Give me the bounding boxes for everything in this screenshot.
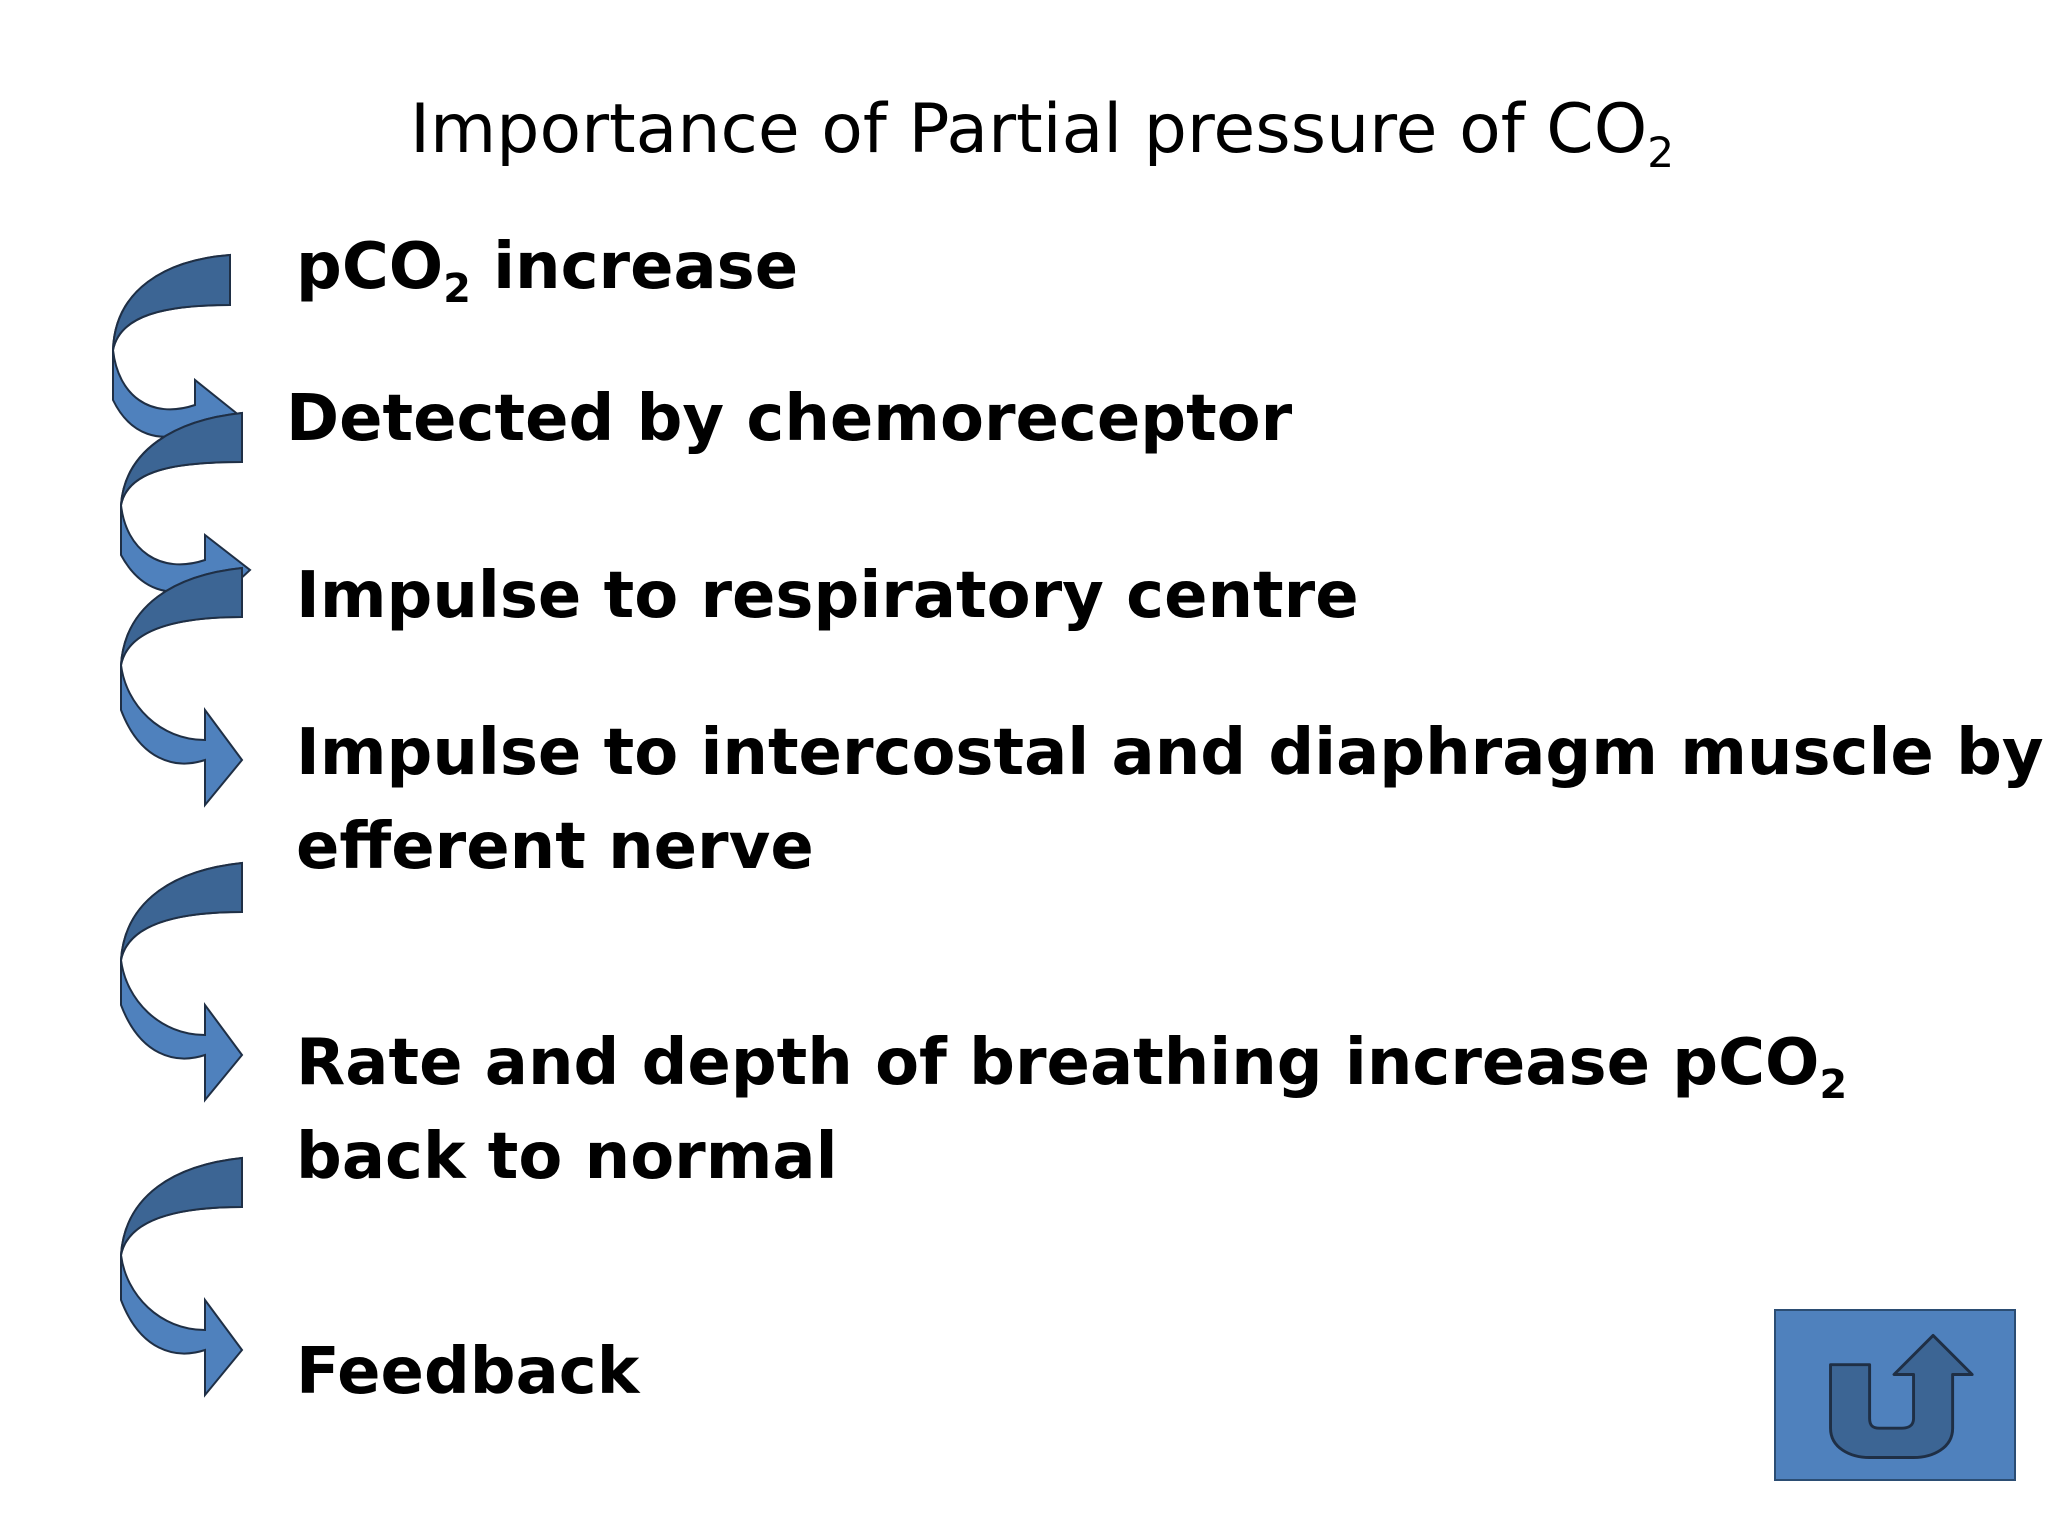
- step-text: increase: [470, 230, 799, 304]
- step-subscript: 2: [1819, 1061, 1848, 1108]
- step-detected-by-chemoreceptor: Detected by chemoreceptor: [286, 382, 1293, 456]
- curved-arrow-icon: [119, 411, 252, 615]
- step-line: Impulse to intercostal and diaphragm mus…: [296, 716, 2044, 790]
- slide-title: Importance of Partial pressure of CO2: [410, 96, 1674, 174]
- step-pco2-increase: pCO2 increase: [296, 220, 798, 314]
- curved-arrow-icon: [111, 253, 242, 461]
- step-subscript: 2: [443, 265, 471, 312]
- u-turn-arrow-icon: [1829, 1333, 1974, 1459]
- step-rate-and-depth: Rate and depth of breathing increase pCO…: [296, 1016, 1847, 1204]
- step-text: Rate and depth of breathing increase pCO: [296, 1026, 1820, 1100]
- curved-arrow-icon: [119, 861, 244, 1103]
- step-line: Rate and depth of breathing increase pCO…: [296, 1016, 1847, 1110]
- step-impulse-to-muscles: Impulse to intercostal and diaphragm mus…: [296, 706, 2044, 894]
- step-impulse-to-respiratory-centre: Impulse to respiratory centre: [296, 559, 1359, 633]
- curved-arrow-icon: [119, 1156, 244, 1398]
- title-subscript: 2: [1647, 127, 1675, 177]
- step-text: pCO: [296, 230, 444, 304]
- curved-arrow-icon: [119, 566, 244, 808]
- step-line: efferent nerve: [296, 810, 814, 884]
- title-text: Importance of Partial pressure of CO: [410, 90, 1648, 169]
- back-button[interactable]: [1774, 1309, 2016, 1481]
- step-feedback: Feedback: [296, 1335, 640, 1409]
- step-line: back to normal: [296, 1120, 838, 1194]
